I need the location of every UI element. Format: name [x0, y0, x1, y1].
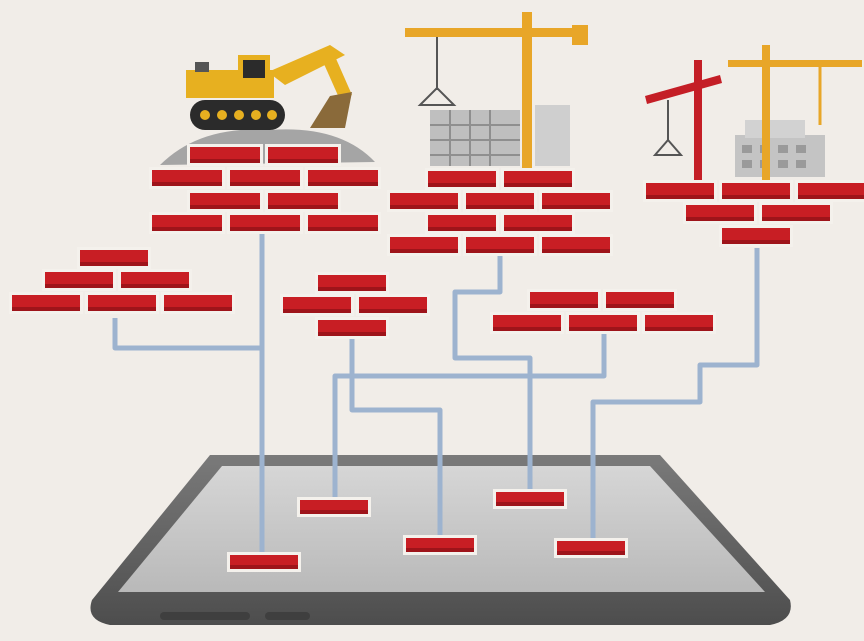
pipe-center-top — [452, 255, 533, 492]
brick — [719, 225, 793, 247]
brick-piles — [9, 144, 864, 339]
brick — [387, 234, 461, 256]
right-construction-site — [645, 45, 862, 180]
screen-brick-screen-1 — [227, 552, 301, 572]
screen-brick-screen-4 — [493, 489, 567, 509]
brick — [425, 212, 499, 234]
brick — [42, 269, 116, 291]
pipe-right-top — [590, 248, 760, 540]
connection-pipes — [112, 232, 760, 555]
brick-pile-right-mid — [490, 289, 716, 334]
screen-brick-screen-5 — [554, 538, 628, 558]
brick — [9, 292, 83, 314]
pipe-left-mid — [112, 318, 262, 351]
brick — [315, 317, 389, 339]
brick — [527, 289, 601, 311]
brick — [387, 190, 461, 212]
brick — [539, 234, 613, 256]
brick — [77, 247, 151, 269]
brick-pile-left-top — [149, 144, 381, 234]
brick — [187, 144, 263, 166]
excavator-icon — [160, 45, 375, 165]
brick — [227, 167, 303, 189]
brick — [539, 190, 613, 212]
brick — [463, 234, 537, 256]
brick — [187, 190, 263, 212]
brick — [425, 168, 499, 190]
screen-bricks — [227, 489, 628, 572]
screen-brick-screen-3 — [403, 535, 477, 555]
brick — [463, 190, 537, 212]
brick — [490, 312, 564, 334]
brick — [501, 168, 575, 190]
brick — [566, 312, 640, 334]
brick — [356, 294, 430, 316]
brick — [501, 212, 575, 234]
brick — [265, 190, 341, 212]
brick — [227, 212, 303, 234]
brick — [149, 167, 225, 189]
pipe-right-mid — [332, 332, 607, 500]
brick — [642, 312, 716, 334]
brick — [315, 272, 389, 294]
brick-pile-right-top — [643, 180, 864, 247]
brick-pile-left-mid — [9, 247, 235, 314]
brick — [683, 202, 757, 224]
screen-brick-screen-2 — [297, 497, 371, 517]
yellow-crane-icon — [728, 45, 862, 180]
brick — [305, 167, 381, 189]
brick — [795, 180, 864, 202]
brick-pile-center-mid — [280, 272, 430, 339]
brick — [161, 292, 235, 314]
brick — [759, 202, 833, 224]
brick — [149, 212, 225, 234]
red-crane-icon — [645, 60, 722, 180]
brick — [265, 144, 341, 166]
brick — [85, 292, 159, 314]
brick — [305, 212, 381, 234]
brick-pile-center-top — [387, 168, 613, 256]
brick — [280, 294, 354, 316]
brick — [118, 269, 192, 291]
brick — [719, 180, 793, 202]
brick — [643, 180, 717, 202]
brick — [603, 289, 677, 311]
tower-crane-icon — [405, 12, 588, 168]
